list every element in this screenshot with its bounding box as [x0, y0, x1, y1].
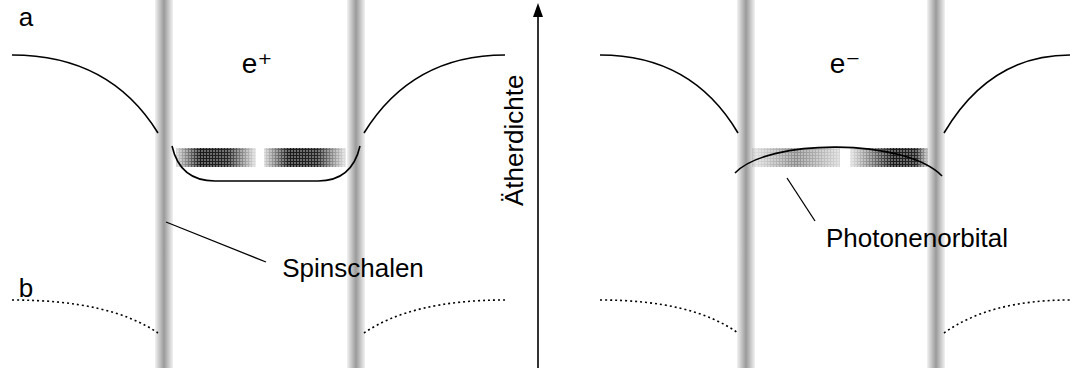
- arrow-head: [533, 3, 543, 17]
- curve-b: [12, 300, 1070, 333]
- curve-b: [12, 300, 158, 333]
- energy-cap: [735, 147, 942, 176]
- leader-line: [166, 222, 266, 262]
- axis-label: Ätherdichte: [501, 74, 530, 206]
- curve-label: b: [19, 274, 33, 303]
- photon-orbital: [176, 148, 256, 167]
- curve-a: [600, 55, 738, 133]
- curve-b: [944, 300, 1070, 333]
- leader-line: [787, 178, 815, 221]
- callout-label: Photonenorbital: [826, 224, 1008, 253]
- spin-shell: [155, 0, 173, 368]
- photon-orbital: [264, 148, 346, 167]
- curve-b: [364, 300, 505, 333]
- energy-well: [172, 146, 360, 181]
- particle-label: e⁻: [830, 49, 860, 80]
- curve-label: a: [19, 3, 33, 32]
- photon-orbital: [850, 148, 928, 167]
- curve-a: [364, 55, 505, 133]
- curve-a: [12, 55, 1070, 133]
- spin-shell: [155, 0, 945, 368]
- curve-b: [600, 300, 738, 333]
- photon-orbital: [176, 148, 928, 167]
- particle-label: e⁺: [242, 49, 272, 80]
- spin-shell: [347, 0, 365, 368]
- curve-a: [944, 55, 1070, 133]
- spin-shell: [737, 0, 755, 368]
- axis-line: [537, 14, 539, 368]
- spin-shell: [927, 0, 945, 368]
- photon-orbital: [752, 148, 840, 167]
- callout-label: Spinschalen: [282, 254, 424, 283]
- curve-a: [12, 55, 158, 133]
